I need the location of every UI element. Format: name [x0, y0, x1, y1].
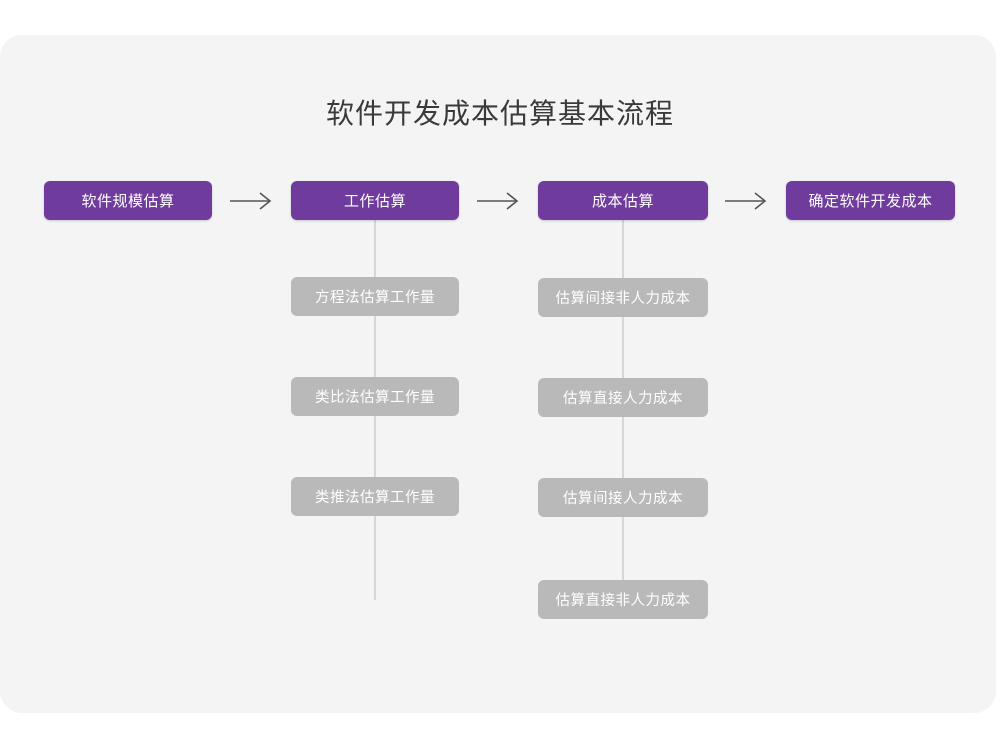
substep-node-stage2-3[interactable]: 类推法估算工作量 — [291, 477, 459, 516]
stage-node-4[interactable]: 确定软件开发成本 — [786, 181, 955, 220]
right-arrow-icon-3 — [724, 191, 770, 211]
diagram-card — [0, 35, 996, 713]
substep-node-stage2-2[interactable]: 类比法估算工作量 — [291, 377, 459, 416]
substep-node-stage3-1[interactable]: 估算间接非人力成本 — [538, 278, 708, 317]
stage-node-3[interactable]: 成本估算 — [538, 181, 708, 220]
substep-node-stage3-3[interactable]: 估算间接人力成本 — [538, 478, 708, 517]
stage-node-2[interactable]: 工作估算 — [291, 181, 459, 220]
right-arrow-icon-1 — [229, 191, 275, 211]
stage-node-1[interactable]: 软件规模估算 — [44, 181, 212, 220]
substep-node-stage3-4[interactable]: 估算直接非人力成本 — [538, 580, 708, 619]
right-arrow-icon-2 — [476, 191, 522, 211]
page-title: 软件开发成本估算基本流程 — [325, 98, 674, 129]
substep-node-stage2-1[interactable]: 方程法估算工作量 — [291, 277, 459, 316]
substep-node-stage3-2[interactable]: 估算直接人力成本 — [538, 378, 708, 417]
